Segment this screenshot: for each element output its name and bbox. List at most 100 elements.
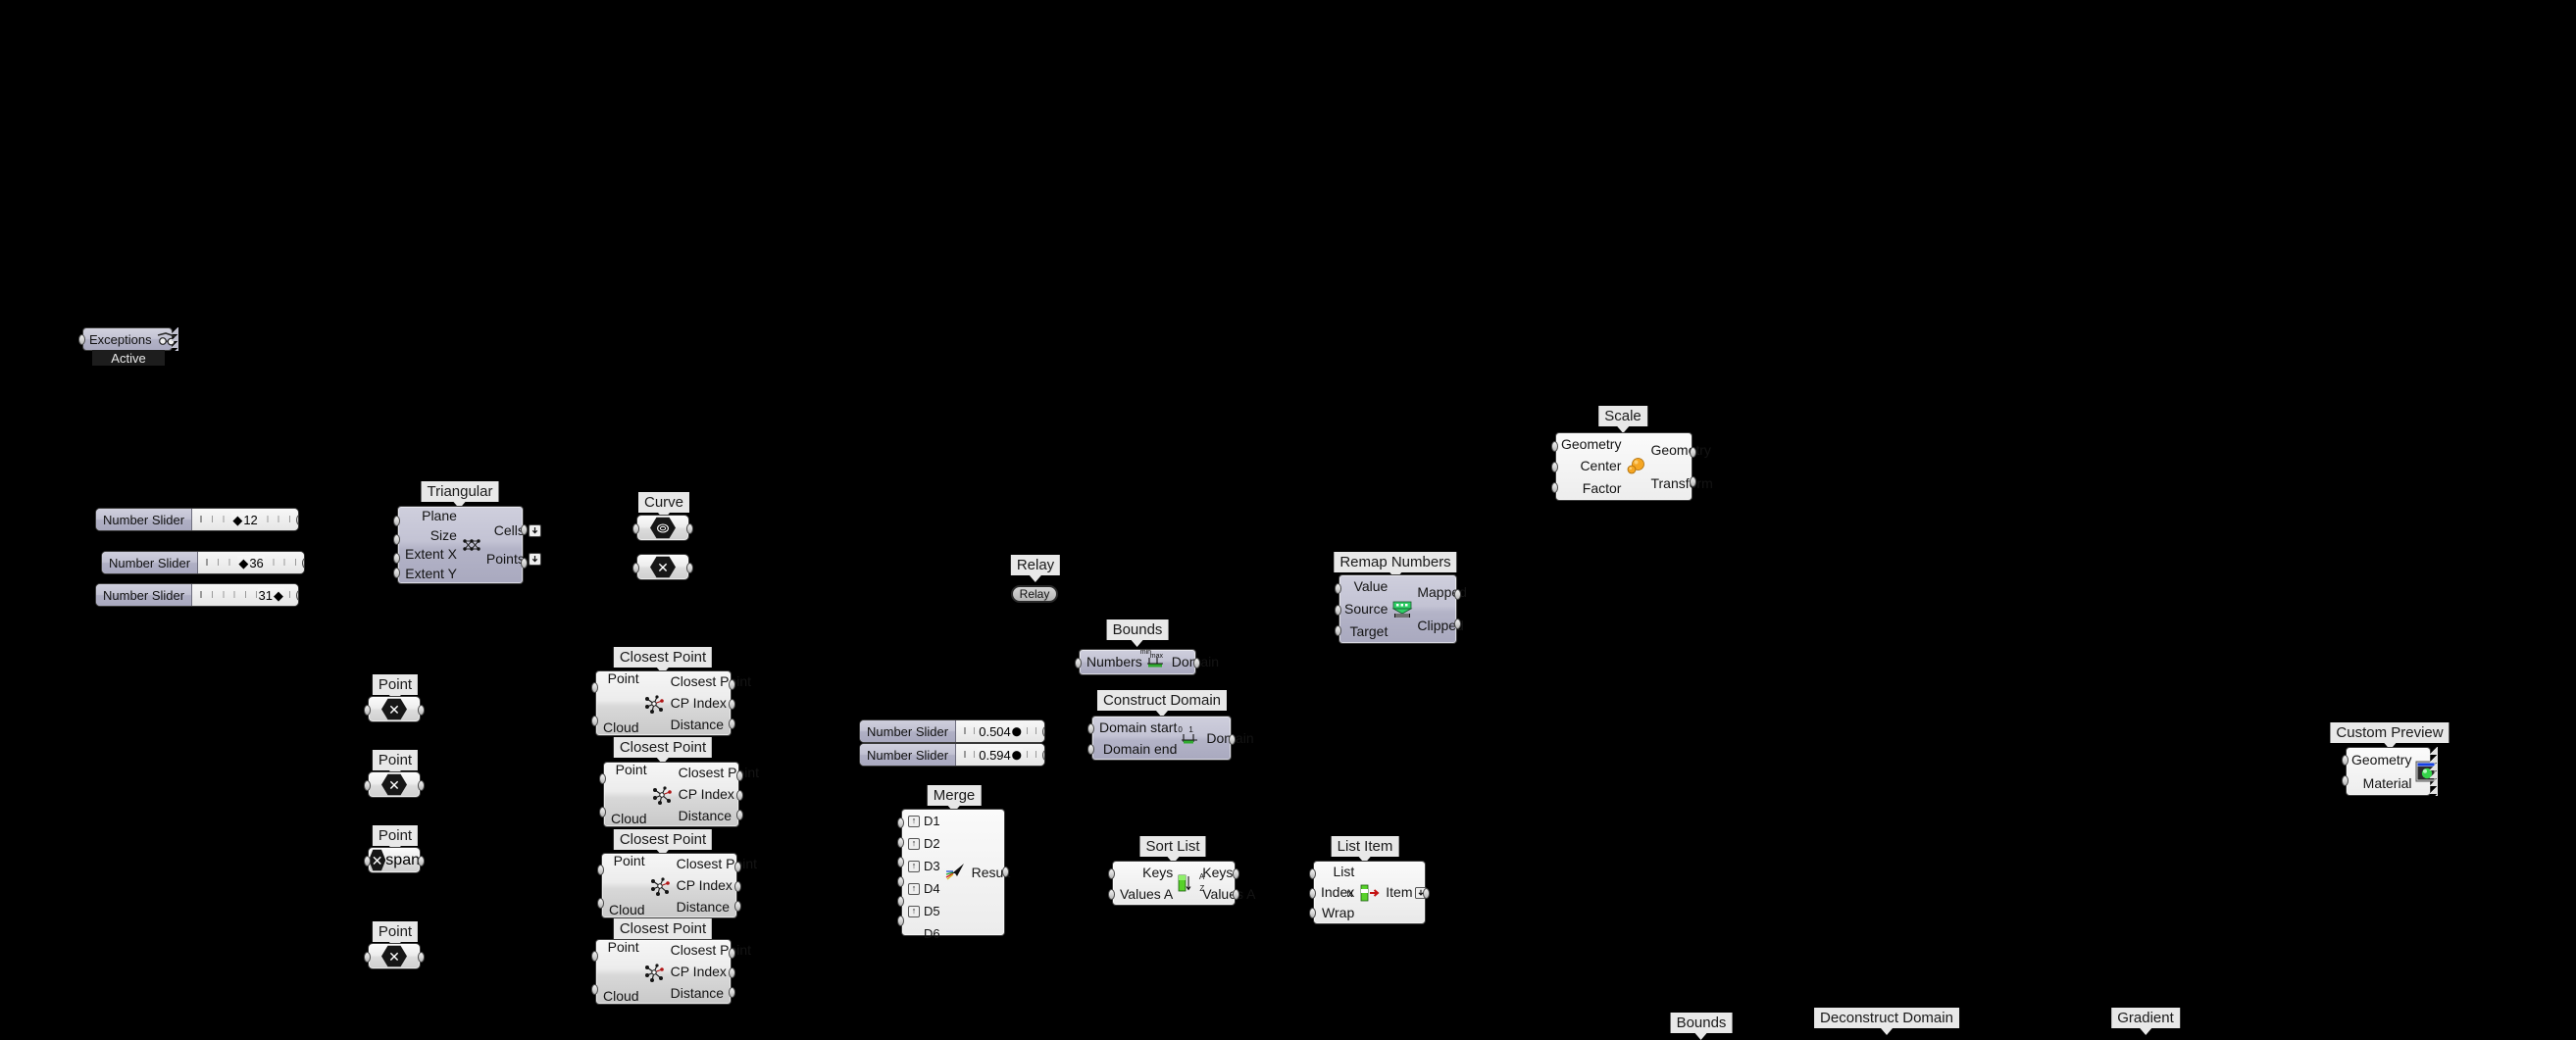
- triangular-input-extent-x[interactable]: Extent X: [405, 546, 457, 563]
- closest-point-4-grip-cloud[interactable]: [591, 984, 598, 995]
- list-item-output-item[interactable]: Item: [1386, 884, 1413, 900]
- number-slider-1-output-grip[interactable]: [296, 515, 298, 525]
- triangular-input-extent-y[interactable]: Extent Y: [405, 565, 457, 581]
- list-item-input-list[interactable]: List: [1333, 864, 1355, 879]
- scale-node[interactable]: Geometry Center Factor Geometry Transfor…: [1551, 432, 1713, 501]
- sort-list-grip-values-out[interactable]: [1233, 889, 1239, 900]
- bounds-node[interactable]: Numbers min max Domain: [1075, 649, 1219, 675]
- list-item-input-index[interactable]: Index: [1321, 884, 1355, 900]
- slider-knob-icon[interactable]: ⬤: [1011, 749, 1022, 760]
- closest-point-1-grip-point[interactable]: [591, 682, 598, 693]
- closest-point-3-input-cloud[interactable]: Cloud: [609, 902, 645, 917]
- triangular-node[interactable]: Plane Size Extent X Extent Y: [393, 506, 541, 584]
- merge-input-d5[interactable]: ↑D5: [908, 904, 940, 918]
- remap-numbers-input-value[interactable]: Value: [1353, 578, 1389, 594]
- custom-preview-grip-geometry[interactable]: [2342, 755, 2349, 766]
- merge-output-result[interactable]: Result: [971, 864, 1011, 880]
- scale-input-center[interactable]: Center: [1580, 458, 1622, 474]
- curve-empty-output-grip[interactable]: [686, 563, 693, 573]
- closest-point-4-input-cloud[interactable]: Cloud: [603, 988, 639, 1004]
- triangular-grip-points[interactable]: [521, 558, 528, 569]
- custom-preview-input-material[interactable]: Material: [2362, 774, 2412, 791]
- slider-knob-icon[interactable]: ⬤: [1011, 725, 1022, 736]
- closest-point-3-grip-distance[interactable]: [734, 901, 741, 912]
- triangular-grip-plane[interactable]: [393, 516, 400, 526]
- merge-node[interactable]: ↑D1 ↑D2 ↑D3 ↑D4 ↑D5 D6: [897, 809, 1010, 941]
- closest-point-4-grip-index[interactable]: [729, 967, 735, 978]
- closest-point-2-input-point[interactable]: Point: [615, 762, 647, 777]
- remap-numbers-grip-source[interactable]: [1335, 605, 1341, 616]
- remap-numbers-grip-mapped[interactable]: [1454, 589, 1461, 600]
- number-slider-4[interactable]: Number Slider 0.504 ⬤: [859, 719, 1045, 743]
- graft-arrow-icon[interactable]: ↑: [908, 815, 920, 827]
- closest-point-4-node[interactable]: Point Cloud Closest: [591, 939, 751, 1005]
- merge-grip-d6[interactable]: [897, 916, 904, 926]
- number-slider-4-track[interactable]: 0.504 ⬤: [956, 720, 1044, 742]
- curve-empty-param[interactable]: ✕: [632, 554, 693, 580]
- flatten-arrow-icon[interactable]: [528, 524, 541, 537]
- closest-point-2-node[interactable]: Point Cloud Closest: [599, 762, 759, 827]
- closest-point-1-output-cp-index[interactable]: CP Index: [670, 694, 727, 711]
- number-slider-2-track[interactable]: ◆ 36: [198, 552, 304, 573]
- number-slider-5[interactable]: Number Slider 0.594 ⬤: [859, 743, 1045, 767]
- scale-input-factor[interactable]: Factor: [1582, 480, 1622, 497]
- list-item-grip-wrap[interactable]: [1309, 908, 1316, 918]
- point-4-output-grip[interactable]: [418, 952, 425, 963]
- merge-input-d1[interactable]: ↑D1: [908, 814, 940, 828]
- construct-domain-node[interactable]: Domain start Domain end 0 1 Domain: [1087, 716, 1254, 761]
- closest-point-4-grip-point[interactable]: [591, 951, 598, 962]
- closest-point-2-output-closest-point[interactable]: Closest Point: [678, 765, 760, 781]
- closest-point-1-grip-index[interactable]: [729, 699, 735, 710]
- curve-input-grip[interactable]: [632, 523, 639, 534]
- closest-point-3-grip-point[interactable]: [597, 865, 604, 875]
- scale-grip-center[interactable]: [1551, 462, 1558, 472]
- closest-point-2-grip-closest[interactable]: [736, 770, 743, 781]
- point-3-param[interactable]: ✕ span: [364, 847, 425, 873]
- bounds-grip-domain[interactable]: [1193, 658, 1200, 669]
- number-slider-3[interactable]: Number Slider 31 ◆: [95, 583, 299, 607]
- triangular-grip-size[interactable]: [393, 534, 400, 545]
- graft-arrow-icon[interactable]: ↑: [908, 882, 920, 895]
- point-4-input-grip[interactable]: [364, 952, 371, 963]
- scale-output-geometry[interactable]: Geometry: [1650, 441, 1711, 458]
- number-slider-1-track[interactable]: ◆ 12: [192, 509, 298, 530]
- point-1-param[interactable]: ✕: [364, 696, 425, 722]
- relay-node[interactable]: Relay: [1011, 585, 1058, 603]
- point-4-param[interactable]: ✕: [364, 943, 425, 969]
- sort-list-output-values-a[interactable]: Values A: [1202, 885, 1256, 902]
- number-slider-5-track[interactable]: 0.594 ⬤: [956, 744, 1044, 766]
- sort-list-grip-values-in[interactable]: [1108, 889, 1115, 900]
- list-item-grip-list[interactable]: [1309, 868, 1316, 879]
- closest-point-3-output-distance[interactable]: Distance: [676, 898, 731, 915]
- number-slider-3-output-grip[interactable]: [296, 590, 298, 601]
- curve-output-grip[interactable]: [686, 523, 693, 534]
- closest-point-1-input-cloud[interactable]: Cloud: [603, 719, 639, 735]
- point-1-input-grip[interactable]: [364, 705, 371, 716]
- closest-point-4-output-cp-index[interactable]: CP Index: [670, 963, 727, 979]
- exceptions-input-grip[interactable]: [78, 334, 85, 345]
- custom-preview-grip-material[interactable]: [2342, 775, 2349, 786]
- custom-preview-input-geometry[interactable]: Geometry: [2351, 751, 2412, 768]
- construct-domain-grip-end[interactable]: [1087, 744, 1094, 755]
- scale-grip-factor[interactable]: [1551, 482, 1558, 493]
- scale-output-transform[interactable]: Transform: [1650, 474, 1713, 491]
- remap-numbers-input-source[interactable]: Source: [1344, 601, 1389, 617]
- closest-point-4-output-closest-point[interactable]: Closest Point: [670, 942, 752, 959]
- number-slider-4-output-grip[interactable]: [1042, 726, 1044, 737]
- triangular-output-points[interactable]: Points: [485, 551, 525, 567]
- sort-list-input-values-a[interactable]: Values A: [1120, 885, 1174, 902]
- closest-point-1-node[interactable]: Point Cloud Closest: [591, 670, 751, 736]
- closest-point-2-output-distance[interactable]: Distance: [678, 807, 732, 823]
- scale-grip-transform-out[interactable]: [1690, 476, 1696, 487]
- number-slider-1[interactable]: Number Slider ◆ 12: [95, 508, 299, 531]
- list-item-grip-index[interactable]: [1309, 888, 1316, 899]
- sort-list-grip-keys-out[interactable]: [1233, 868, 1239, 879]
- closest-point-3-node[interactable]: Point Cloud Closest: [597, 853, 757, 918]
- number-slider-5-output-grip[interactable]: [1042, 750, 1044, 761]
- closest-point-2-grip-point[interactable]: [599, 773, 606, 784]
- point-2-output-grip[interactable]: [418, 780, 425, 791]
- closest-point-4-output-distance[interactable]: Distance: [670, 984, 725, 1001]
- point-2-input-grip[interactable]: [364, 780, 371, 791]
- slider-knob-icon[interactable]: ◆: [232, 512, 243, 527]
- merge-grip-d4[interactable]: [897, 876, 904, 887]
